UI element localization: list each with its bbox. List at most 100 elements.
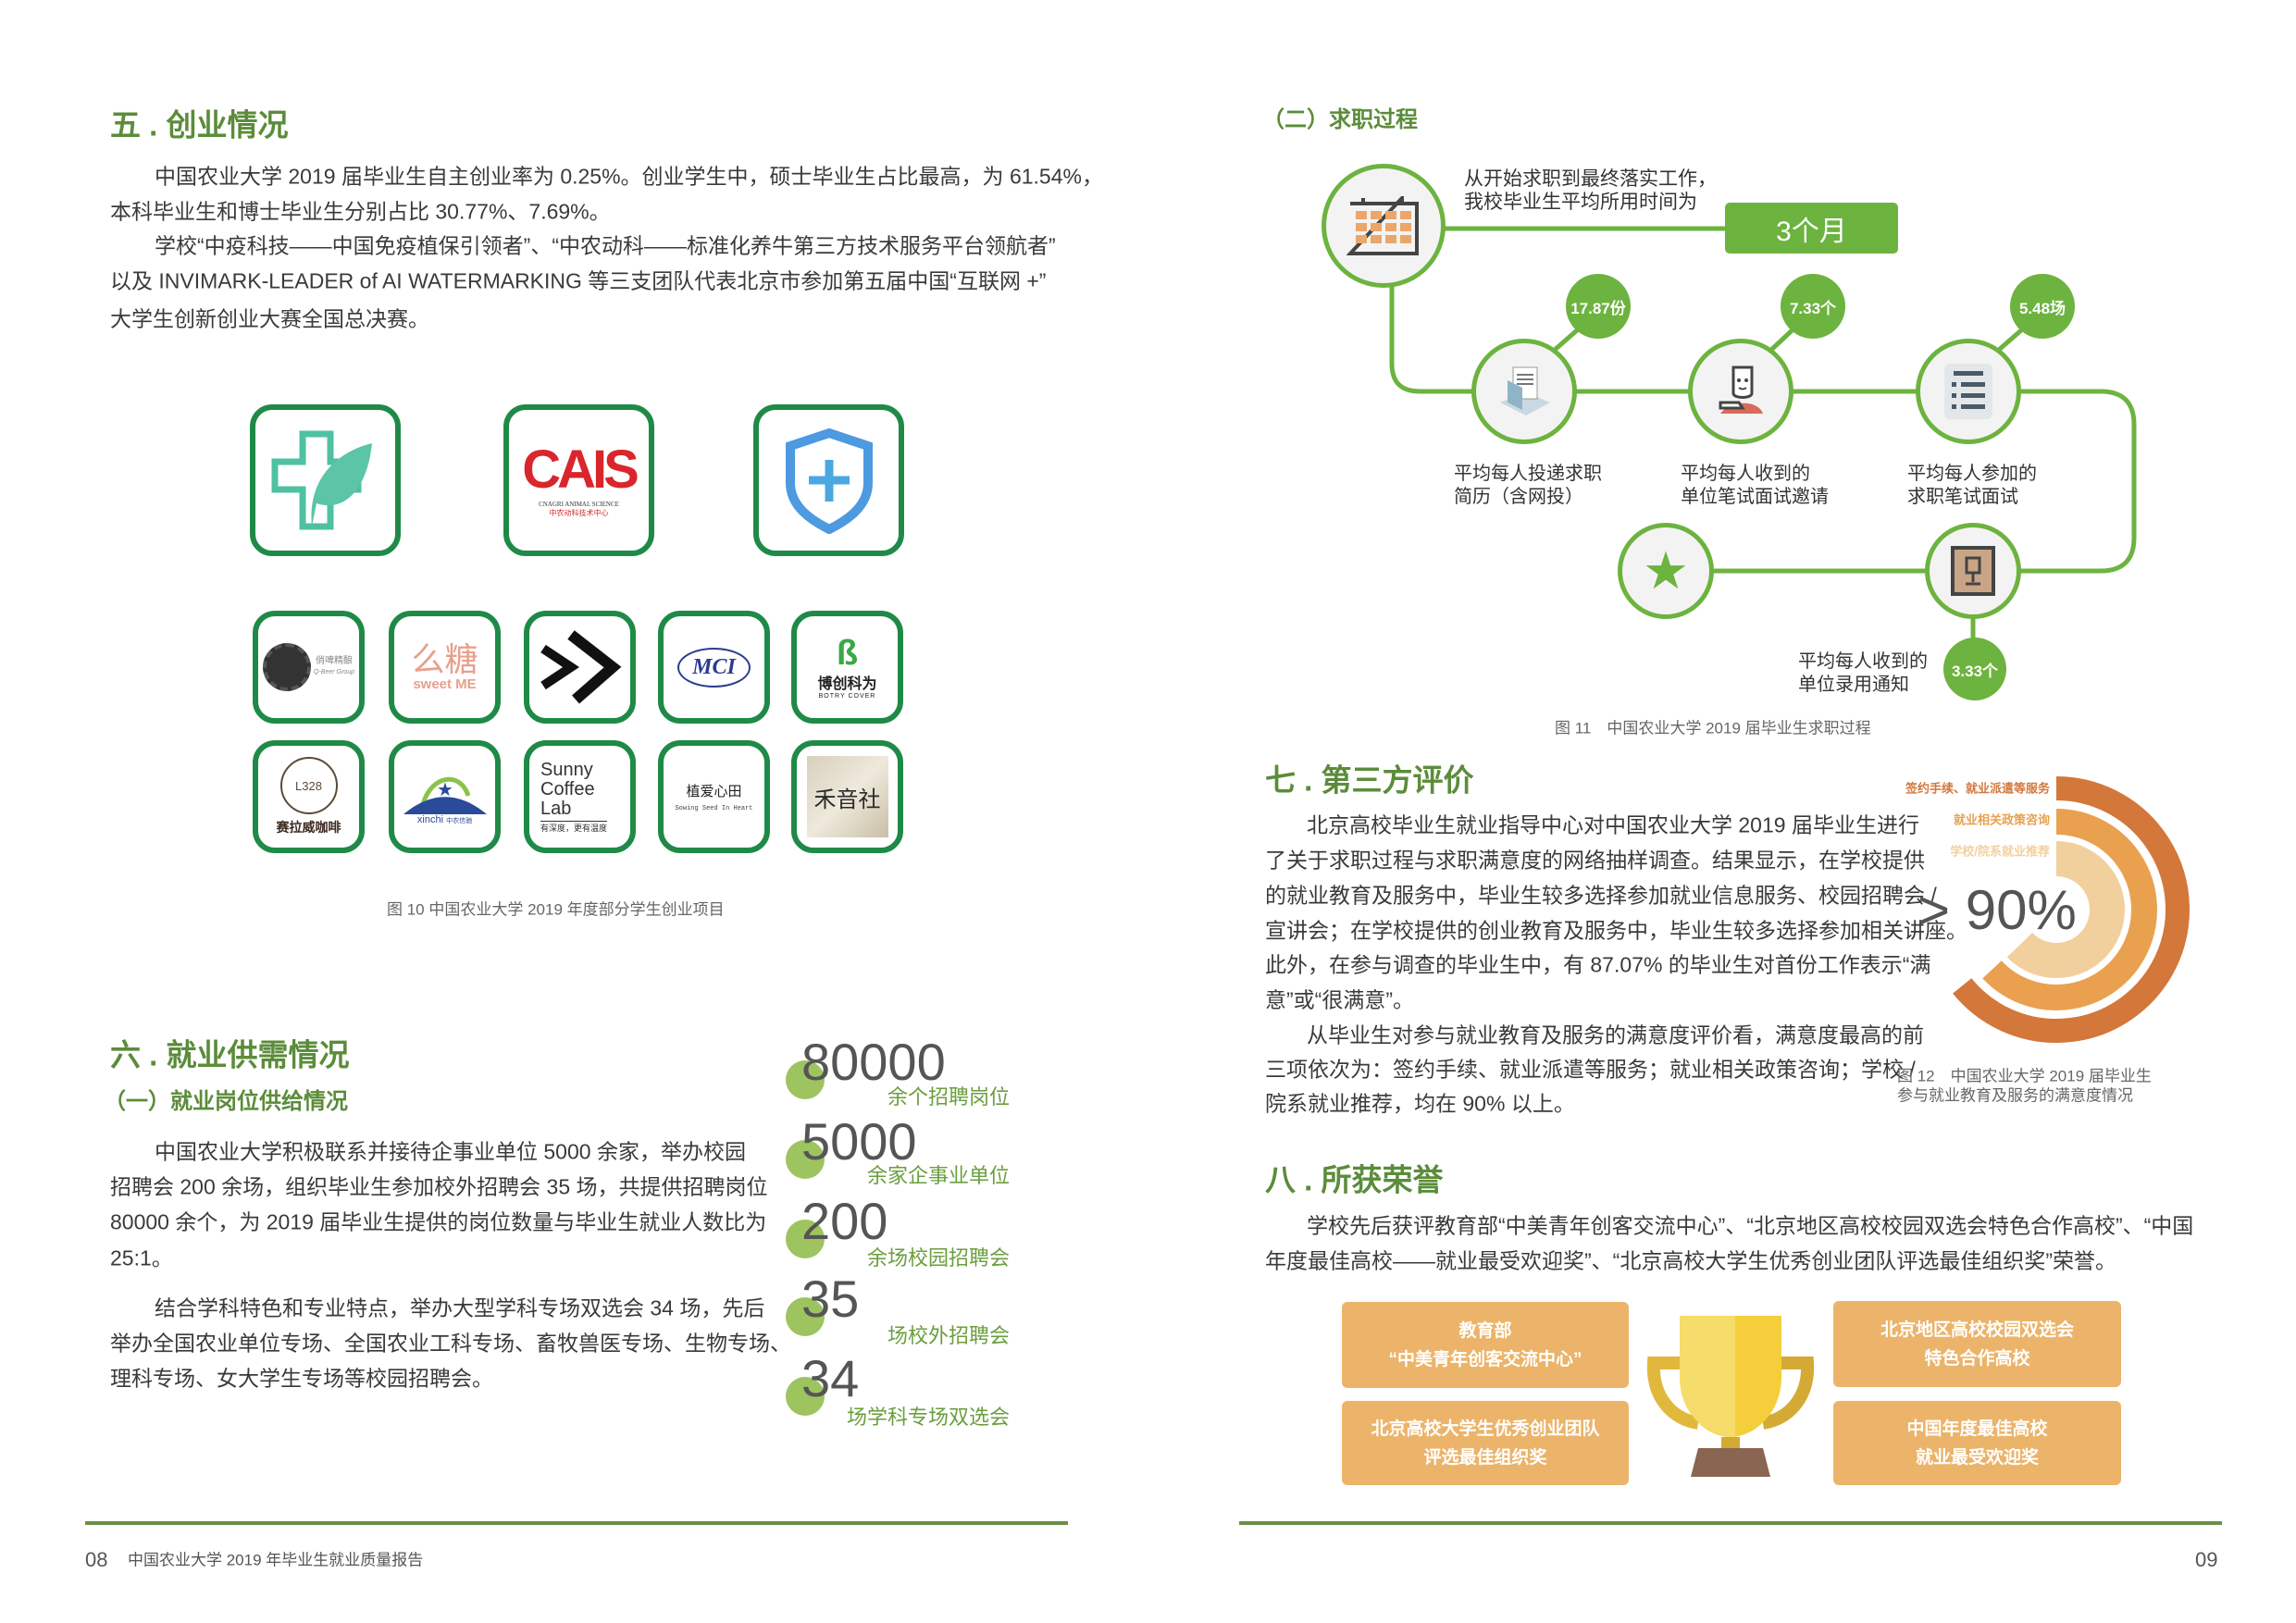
paragraph-line: 本科毕业生和博士毕业生分别占比 30.77%、7.69%。 bbox=[110, 199, 611, 224]
logo-mci: MCI bbox=[658, 611, 770, 724]
resume-step bbox=[1471, 339, 1577, 444]
paragraph-line: 意”或“很满意”。 bbox=[1265, 987, 1414, 1012]
zhiai-en: Sowing Seed In Heart bbox=[675, 805, 753, 812]
stat-number: 80000 bbox=[801, 1033, 946, 1091]
folder-document-icon bbox=[1500, 366, 1550, 415]
figure-12-caption: 图 12 中国农业大学 2019 届毕业生 bbox=[1897, 1067, 2152, 1085]
selavi-seal: L328 bbox=[279, 757, 338, 814]
paragraph-line: 举办全国农业单位专场、全国农业工科专场、畜牧兽医专场、生物专场、 bbox=[110, 1331, 791, 1356]
paragraph-line: 以及 INVIMARK-LEADER of AI WATERMARKING 等三… bbox=[110, 268, 1047, 293]
sunny-3: Lab bbox=[540, 798, 572, 819]
star-icon: ★ bbox=[1642, 541, 1690, 600]
offer-certificate-icon bbox=[1951, 546, 1995, 596]
zhiai-cn: 植爱心田 bbox=[686, 784, 742, 799]
plant-cross-icon bbox=[271, 430, 372, 530]
paragraph-line: 院系就业推荐，均在 90% 以上。 bbox=[1265, 1091, 1575, 1116]
award-job-fair-partner: 北京地区高校校园双选会特色合作高校 bbox=[1833, 1301, 2121, 1387]
botry-b-icon: ß bbox=[836, 633, 859, 673]
logo-arrows bbox=[524, 611, 636, 724]
step-label-resume: 平均每人投递求职简历（含网投） bbox=[1454, 463, 1602, 509]
paragraph-line: 25:1。 bbox=[110, 1245, 173, 1270]
success-step: ★ bbox=[1618, 523, 1714, 619]
intro-line: 从开始求职到最终落实工作， bbox=[1464, 168, 1717, 190]
duration-badge: 3个月 bbox=[1725, 203, 1898, 254]
award-line: 就业最受欢迎奖 bbox=[1915, 1447, 2039, 1468]
gear-head-icon bbox=[263, 643, 312, 691]
stat-label: 余家企事业单位 bbox=[866, 1164, 1010, 1187]
paragraph-line: 的就业教育及服务中，毕业生较多选择参加就业信息服务、校园招聘会 / bbox=[1265, 883, 1937, 908]
logo-selavi: L328 赛拉威咖啡 bbox=[253, 740, 365, 853]
cais-logo-subtitle: CNAGRI ANIMAL SCIENCE bbox=[539, 500, 619, 508]
stat-dot bbox=[786, 1297, 825, 1336]
section-title-supply-demand: 六 . 就业供需情况 bbox=[110, 1037, 350, 1072]
legend-label: 签约手续、就业派遣等服务 bbox=[1905, 781, 2050, 796]
stat-number: 34 bbox=[801, 1349, 860, 1407]
subsection-title-job-process: （二）求职过程 bbox=[1262, 107, 1418, 132]
paragraph-line: 中国农业大学 2019 届毕业生自主创业率为 0.25%。创业学生中，硕士毕业生… bbox=[155, 164, 1103, 189]
sunny-slogan: 有深度，更有温度 bbox=[540, 820, 608, 834]
paragraph-line: 结合学科特色和专业特点，举办大型学科专场双选会 34 场，先后 bbox=[155, 1295, 765, 1320]
intro-line: 我校毕业生平均所用时间为 bbox=[1464, 192, 1697, 213]
invite-count-badge: 7.33个 bbox=[1781, 274, 1845, 339]
figure-10-caption: 图 10 中国农业大学 2019 年度部分学生创业项目 bbox=[387, 900, 725, 919]
sunny-1: Sunny bbox=[540, 759, 593, 780]
award-best-organization: 北京高校大学生优秀创业团队评选最佳组织奖 bbox=[1342, 1401, 1629, 1485]
radial-ring-3 bbox=[2006, 841, 2125, 978]
award-line: 特色合作高校 bbox=[1924, 1348, 2030, 1369]
person-hand-icon bbox=[1719, 365, 1763, 414]
cais-logo-text: CAIS bbox=[522, 439, 639, 500]
footer-rule bbox=[1239, 1521, 2222, 1525]
footer-title: 中国农业大学 2019 年毕业生就业质量报告 bbox=[128, 1551, 424, 1569]
calendar-step bbox=[1322, 164, 1446, 288]
paragraph-line: 80000 余个，为 2019 届毕业生提供的岗位数量与毕业生就业人数比为 bbox=[110, 1209, 767, 1234]
footer-rule bbox=[85, 1521, 1068, 1525]
logo-plant-cross bbox=[250, 404, 401, 556]
stat-label: 余个招聘岗位 bbox=[887, 1085, 1010, 1109]
logo-botry: ß 博创科为 BOTRY COVER bbox=[791, 611, 903, 724]
paragraph-line: 大学生创新创业大赛全国总决赛。 bbox=[110, 306, 429, 331]
offer-step bbox=[1925, 523, 2021, 619]
section-title-honors: 八 . 所获荣誉 bbox=[1265, 1162, 1444, 1197]
stat-number: 5000 bbox=[801, 1112, 917, 1171]
logo-shield bbox=[753, 404, 904, 556]
sweetme-en: sweet ME bbox=[413, 675, 477, 692]
double-chevron-icon bbox=[540, 630, 621, 704]
step-label-line: 平均每人投递求职 bbox=[1454, 464, 1602, 484]
checklist-icon bbox=[1944, 364, 1992, 419]
figure-12-caption: 参与就业教育及服务的满意度情况 bbox=[1897, 1086, 2133, 1105]
section-title-entrepreneurship: 五 . 创业情况 bbox=[110, 107, 289, 142]
intro-text: 从开始求职到最终落实工作，我校毕业生平均所用时间为 bbox=[1464, 167, 1717, 214]
stat-dot bbox=[786, 1220, 825, 1258]
step-label-invite: 平均每人收到的单位笔试面试邀请 bbox=[1681, 463, 1829, 509]
logo-xinchi: ★ xinchi 中农信驰 bbox=[389, 740, 501, 853]
paragraph-line: 北京高校毕业生就业指导中心对中国农业大学 2019 届毕业生进行 bbox=[1307, 812, 1919, 837]
award-line: 教育部 bbox=[1458, 1320, 1512, 1341]
logo-zhiai: 植爱心田 Sowing Seed In Heart bbox=[658, 740, 770, 853]
page-number-right: 09 bbox=[2195, 1548, 2218, 1571]
step-label-line: 平均每人收到的 bbox=[1798, 651, 1928, 672]
figure-11-caption: 图 11 中国农业大学 2019 届毕业生求职过程 bbox=[1555, 719, 1871, 737]
logo-heyin: 禾音社 bbox=[791, 740, 903, 853]
award-line: 北京地区高校校园双选会 bbox=[1880, 1319, 2074, 1340]
award-line: 中国年度最佳高校 bbox=[1906, 1419, 2048, 1439]
cais-logo-cn: 中农动科技术中心 bbox=[549, 508, 609, 517]
logo-cais: CAIS CNAGRI ANIMAL SCIENCE 中农动科技术中心 bbox=[503, 404, 654, 556]
calendar-icon bbox=[1347, 196, 1419, 255]
paragraph-line: 此外，在参与调查的毕业生中，有 87.07% 的毕业生对首份工作表示“满 bbox=[1265, 952, 1931, 977]
award-line: 评选最佳组织奖 bbox=[1423, 1447, 1547, 1468]
paragraph-line: 学校“中疫科技——中国免疫植保引领者”、“中农动科——标准化养牛第三方技术服务平… bbox=[155, 233, 1056, 258]
step-label-interview: 平均每人参加的求职笔试面试 bbox=[1907, 463, 2037, 509]
stat-dot bbox=[786, 1140, 825, 1179]
step-label-line: 单位录用通知 bbox=[1798, 675, 1909, 695]
shield-plus-icon bbox=[785, 427, 873, 534]
offer-count-badge: 3.33个 bbox=[1943, 638, 2006, 700]
radial-ring-1 bbox=[1953, 776, 2190, 1043]
heyin-text: 禾音社 bbox=[806, 756, 888, 837]
legend-label: 学校/院系就业推荐 bbox=[1950, 844, 2050, 859]
stat-dot bbox=[786, 1060, 825, 1099]
radial-ring-2 bbox=[1982, 809, 2157, 1010]
paragraph-line: 学校先后获评教育部“中美青年创客交流中心”、“北京地区高校校园双选会特色合作高校… bbox=[1307, 1213, 2194, 1238]
paragraph-line: 理科专场、女大学生专场等校园招聘会。 bbox=[110, 1366, 493, 1391]
logo-sunny-coffee: Sunny Coffee Lab 有深度，更有温度 bbox=[524, 740, 636, 853]
